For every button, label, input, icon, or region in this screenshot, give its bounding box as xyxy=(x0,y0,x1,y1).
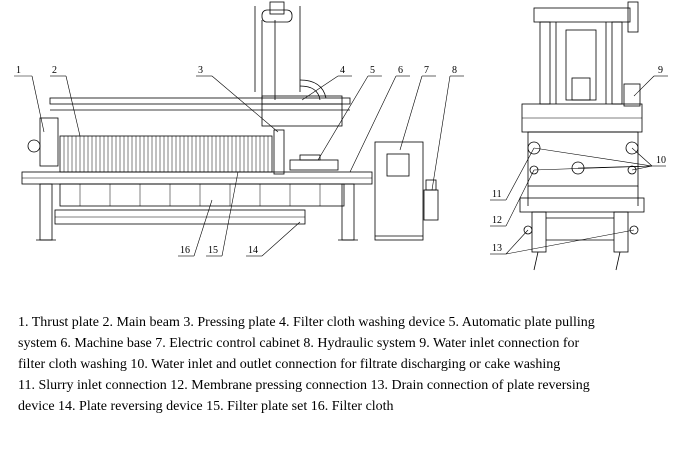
callout-10: 10 xyxy=(656,155,666,166)
callout-13: 13 xyxy=(492,243,502,254)
legend-line: 11. Slurry inlet connection 12. Membrane… xyxy=(18,378,590,393)
legend-line: device 14. Plate reversing device 15. Fi… xyxy=(18,399,394,414)
callout-12: 12 xyxy=(492,215,502,226)
parts-legend: 1. Thrust plate 2. Main beam 3. Pressing… xyxy=(18,312,686,417)
legend-line: 1. Thrust plate 2. Main beam 3. Pressing… xyxy=(18,315,595,330)
callout-9: 9 xyxy=(658,65,663,76)
callout-15: 15 xyxy=(208,245,218,256)
callout-3: 3 xyxy=(198,65,203,76)
callout-2: 2 xyxy=(52,65,57,76)
legend-line: filter cloth washing 10. Water inlet and… xyxy=(18,357,561,372)
callout-6: 6 xyxy=(398,65,403,76)
callout-14: 14 xyxy=(248,245,258,256)
callout-1: 1 xyxy=(16,65,21,76)
callout-7: 7 xyxy=(424,65,429,76)
callout-4: 4 xyxy=(340,65,345,76)
callout-11: 11 xyxy=(492,189,502,200)
callout-5: 5 xyxy=(370,65,375,76)
callout-16: 16 xyxy=(180,245,190,256)
legend-line: system 6. Machine base 7. Electric contr… xyxy=(18,336,580,351)
callout-8: 8 xyxy=(452,65,457,76)
end-view-leaders xyxy=(490,75,668,255)
end-view-drawing xyxy=(519,1,645,271)
side-view-leaders xyxy=(14,75,464,257)
filter-press-diagram: 1 2 3 4 5 6 7 8 16 15 14 xyxy=(14,1,668,271)
side-view-drawing xyxy=(21,1,439,241)
